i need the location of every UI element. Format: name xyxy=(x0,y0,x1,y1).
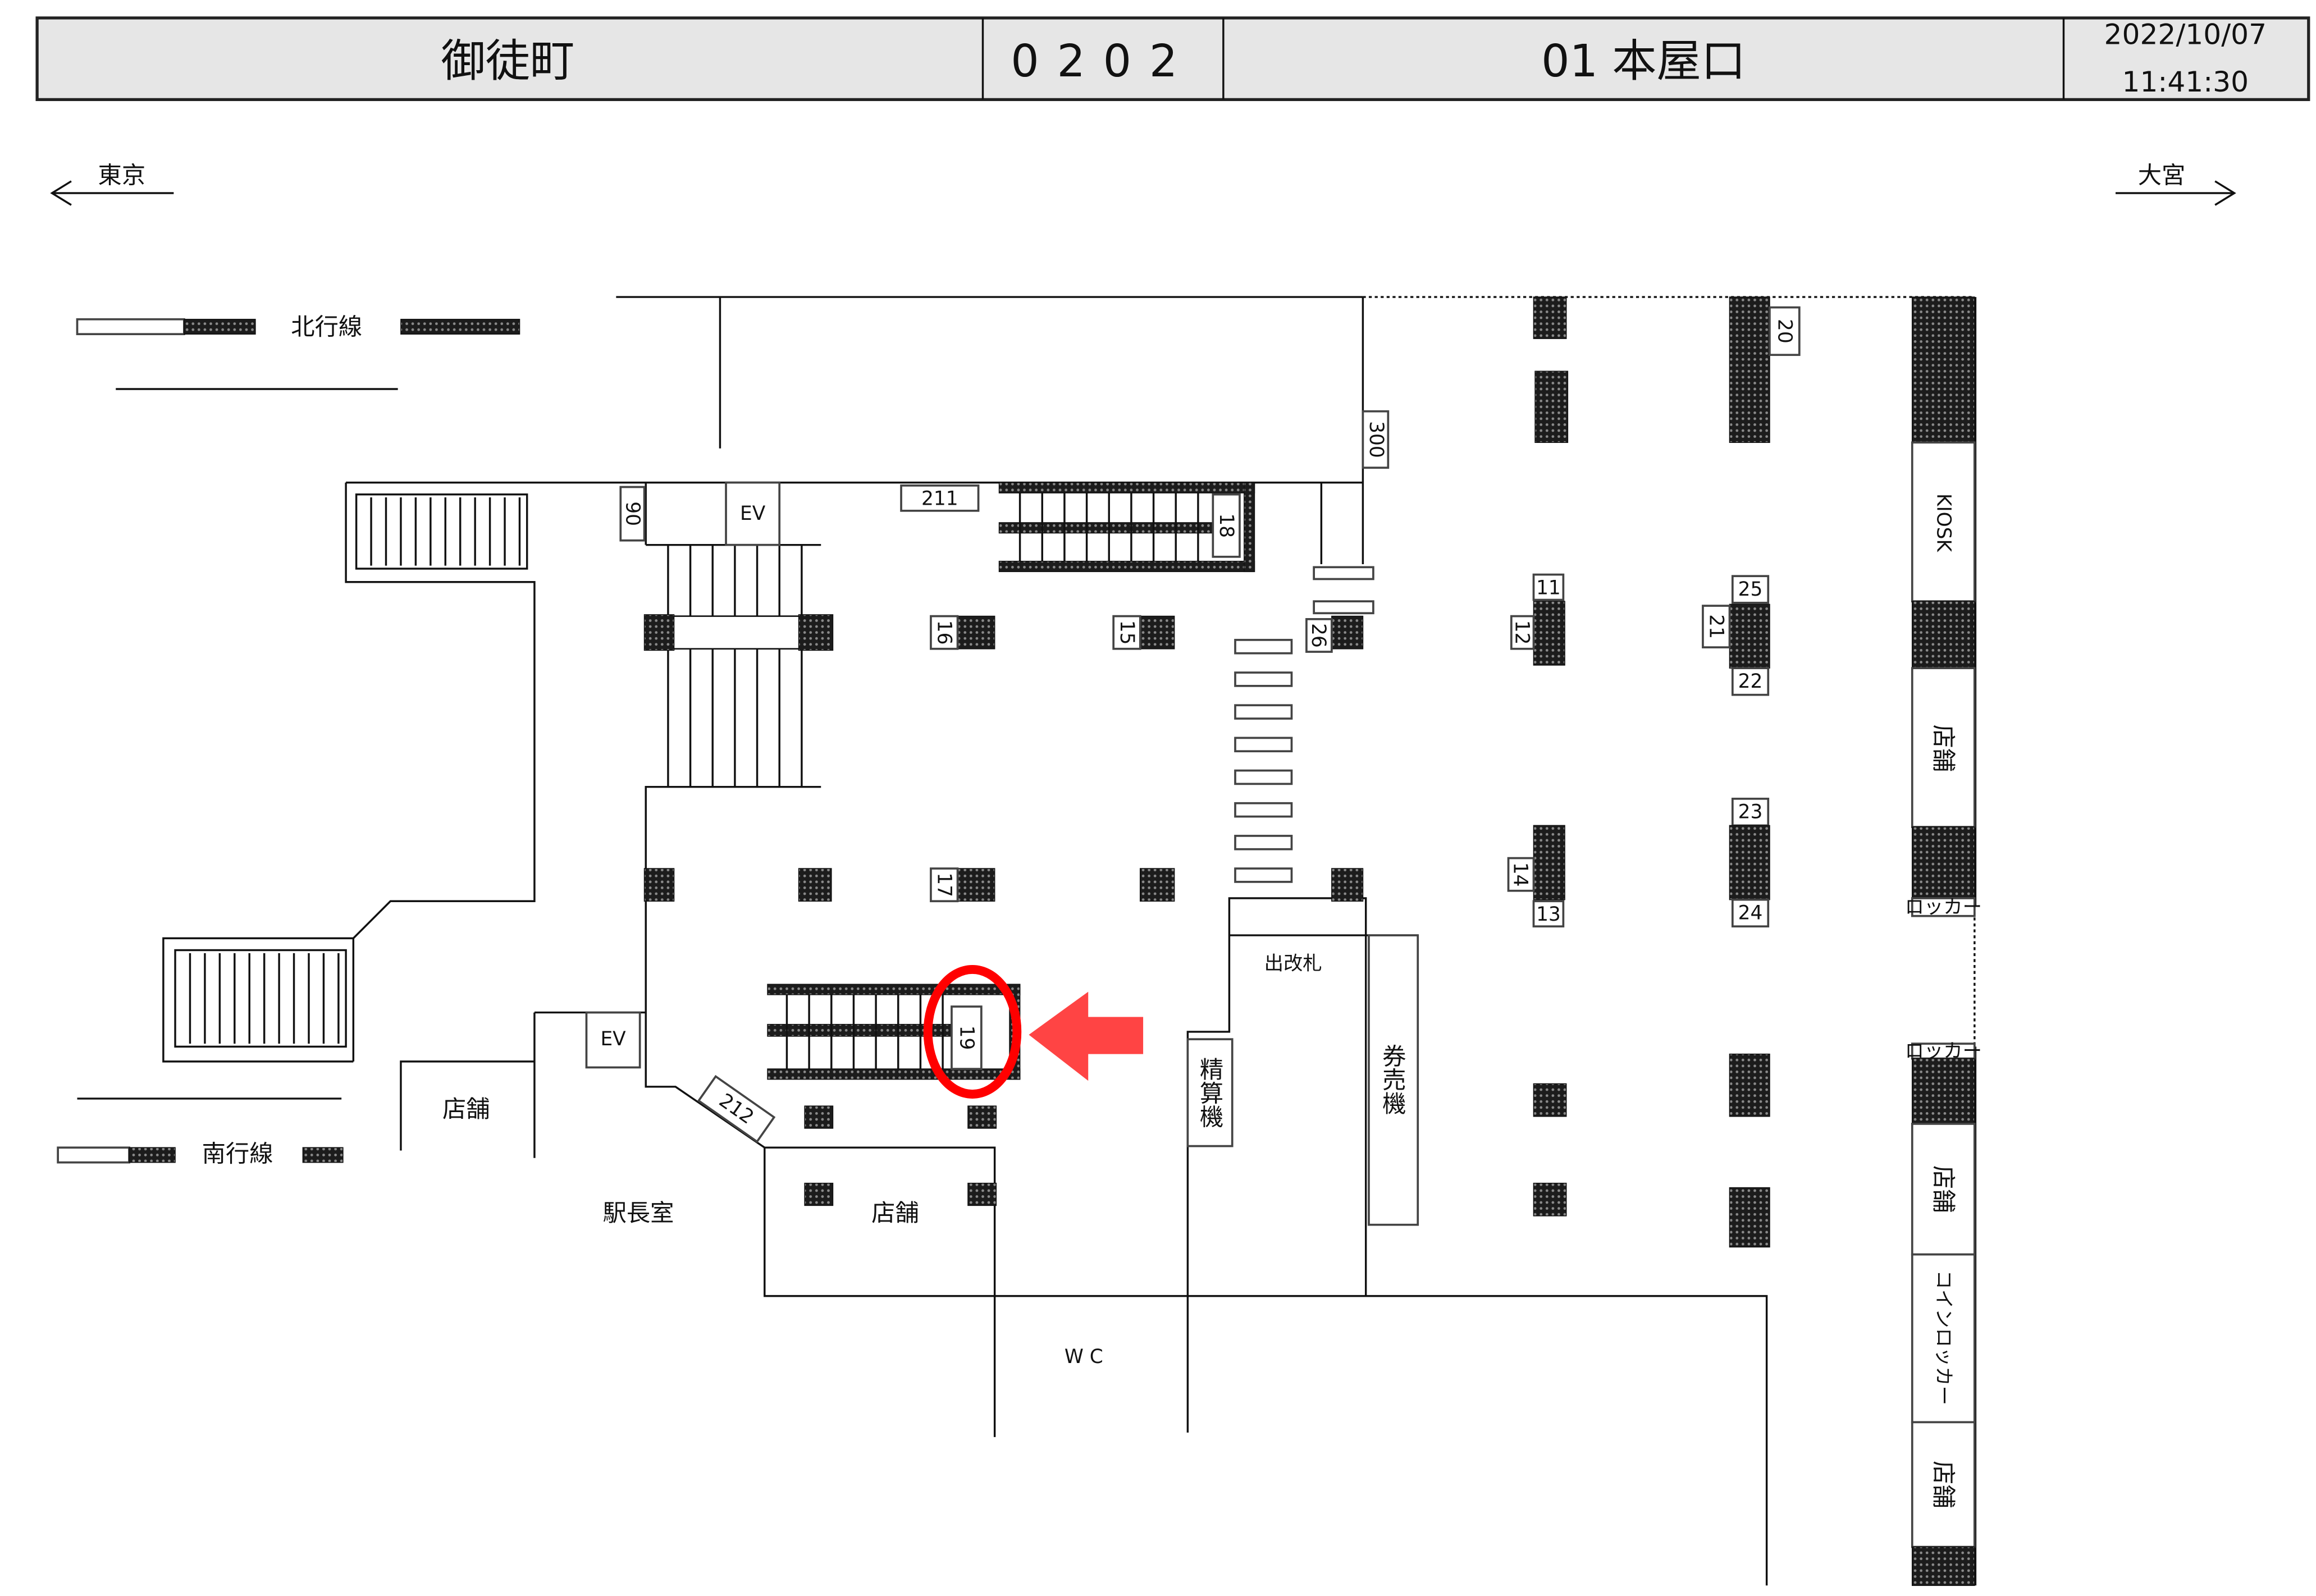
label-21: 21 xyxy=(1705,614,1728,639)
station-code: 0202 xyxy=(1011,35,1195,87)
coin-locker: コインロッカー xyxy=(1932,1270,1954,1405)
escalator-19: 19 xyxy=(767,984,1021,1080)
right-strip: KIOSK 店舗 ロッカー ロッカー 店舗 コインロッカー 店舗 xyxy=(1905,296,1982,1586)
ticket-gates xyxy=(1234,639,1293,883)
time: 11:41:30 xyxy=(2122,65,2249,98)
label-25: 25 xyxy=(1738,578,1763,601)
room-wc: W C xyxy=(1065,1346,1103,1368)
label-16: 16 xyxy=(933,620,956,645)
label-13: 13 xyxy=(1536,903,1561,926)
svg-text:東京: 東京 xyxy=(98,162,146,189)
date: 2022/10/07 xyxy=(2104,18,2267,51)
label-20: 20 xyxy=(1773,319,1796,344)
label-300: 300 xyxy=(1365,421,1387,458)
label-22: 22 xyxy=(1738,670,1763,693)
escalator-18: 18 xyxy=(998,482,1255,573)
room-ev-top: EV xyxy=(740,502,766,525)
label-15: 15 xyxy=(1116,620,1138,645)
locker-1: ロッカー xyxy=(1905,896,1982,918)
label-211: 211 xyxy=(921,488,958,510)
room-shop-left: 店舗 xyxy=(442,1095,490,1123)
stairs-upper-left xyxy=(355,493,528,570)
label-19: 19 xyxy=(955,1026,977,1050)
stairs-lower-left xyxy=(174,949,347,1048)
label-24: 24 xyxy=(1738,902,1763,924)
exit-name: 01 本屋口 xyxy=(1541,35,1746,87)
direction-right: 大宮 xyxy=(2116,162,2236,206)
direction-left: 東京 xyxy=(50,162,174,206)
room-shop-center: 店舗 xyxy=(871,1199,919,1227)
label-26: 26 xyxy=(1307,623,1330,648)
label-14: 14 xyxy=(1509,862,1532,887)
fare-adjust-machine: 精算機 xyxy=(1196,1057,1224,1128)
svg-text:南行線: 南行線 xyxy=(202,1140,273,1167)
header-bar: 御徒町 0202 01 本屋口 2022/10/07 11:41:30 xyxy=(35,16,2310,102)
legend-northbound: 北行線 xyxy=(76,313,520,390)
label-90: 90 xyxy=(621,501,643,526)
ticket-machine: 券売機 xyxy=(1379,1044,1406,1115)
stairs-center xyxy=(643,545,834,787)
label-11: 11 xyxy=(1536,577,1561,599)
svg-text:北行線: 北行線 xyxy=(291,313,362,340)
station-name: 御徒町 xyxy=(441,35,574,87)
highlight-arrow-icon xyxy=(1029,991,1144,1081)
label-12: 12 xyxy=(1510,620,1533,645)
highlight-circle xyxy=(923,964,1022,1099)
shop-right-2: 店舗 xyxy=(1930,1165,1957,1213)
label-17: 17 xyxy=(933,872,956,897)
room-ev-bottom: EV xyxy=(600,1028,626,1050)
room-ticket-office: 出改札 xyxy=(1264,952,1322,975)
label-18: 18 xyxy=(1215,513,1237,538)
kiosk: KIOSK xyxy=(1932,493,1954,553)
label-23: 23 xyxy=(1738,801,1763,824)
room-station-master: 駅長室 xyxy=(603,1199,674,1227)
shop-right-1: 店舗 xyxy=(1930,725,1957,772)
svg-text:大宮: 大宮 xyxy=(2138,162,2186,189)
shop-right-3: 店舗 xyxy=(1930,1461,1957,1508)
legend-southbound: 南行線 xyxy=(57,1097,344,1167)
